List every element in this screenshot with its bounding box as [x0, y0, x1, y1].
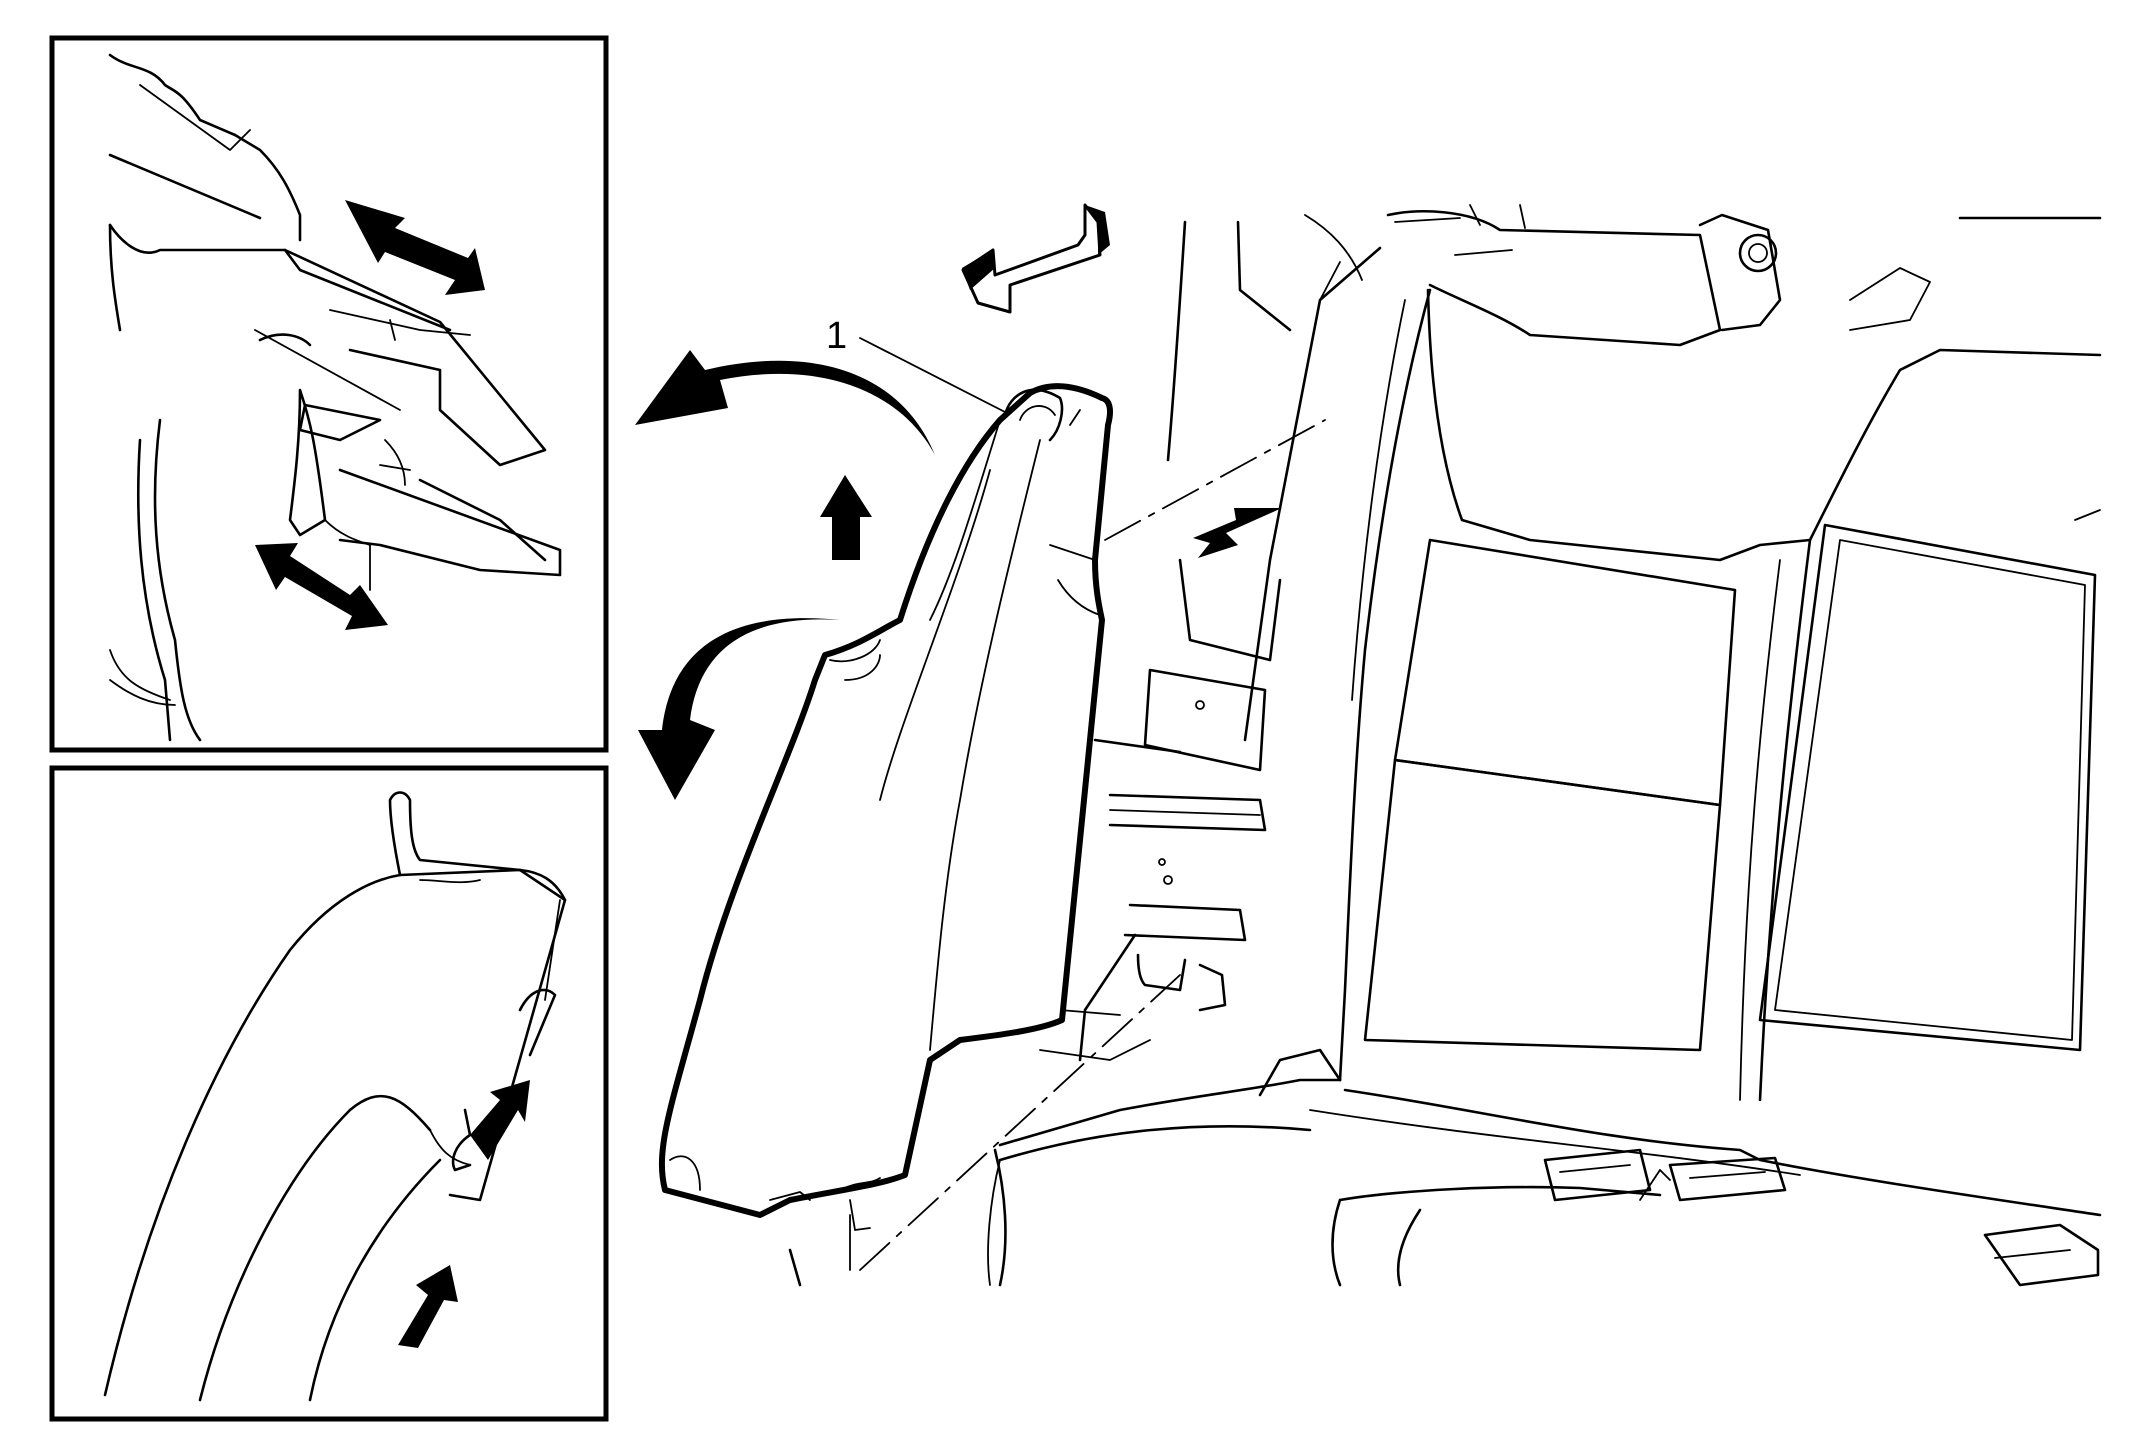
trim-panel — [658, 383, 1113, 1231]
callout-label-1: 1 — [826, 315, 847, 357]
callout-1: 1 — [826, 315, 1006, 413]
inset-clip-squeeze — [49, 765, 609, 1422]
inset-clip-release — [49, 35, 609, 753]
up-arrow-icon — [820, 475, 872, 560]
squeeze-arrow-top-icon — [470, 1080, 530, 1160]
removal-arrows — [635, 203, 1110, 800]
curved-arrow-up-icon — [635, 350, 935, 455]
squeeze-arrow-bottom-icon — [398, 1265, 458, 1348]
curved-arrow-down-icon — [638, 618, 840, 800]
slide-arrow-top-icon — [345, 200, 485, 295]
rear-seat-scene — [788, 204, 2102, 1287]
slide-arrow-bottom-icon — [255, 543, 388, 630]
